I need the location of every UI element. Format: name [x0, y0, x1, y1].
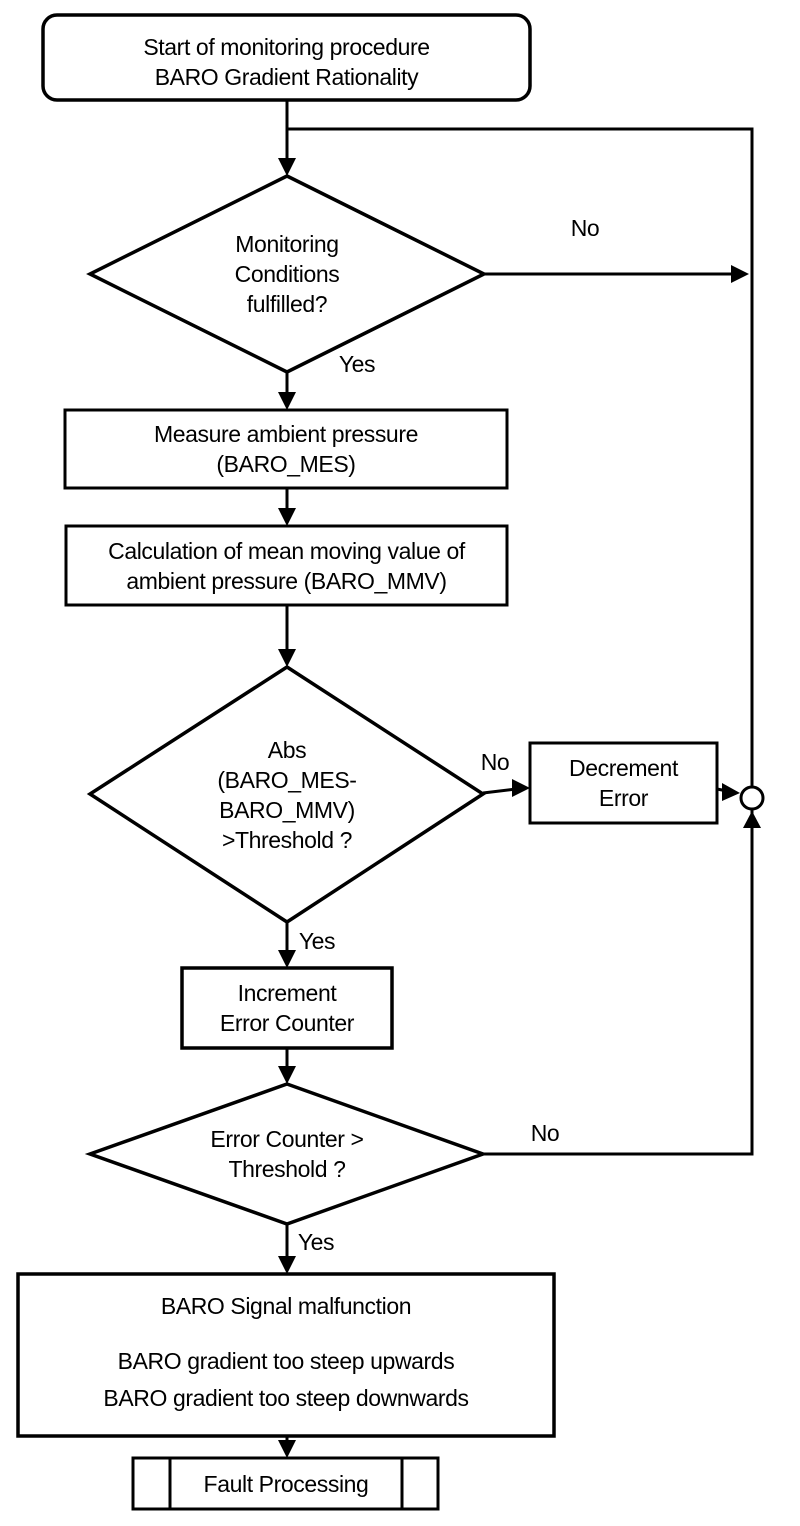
arrowhead-into-calc — [278, 508, 296, 526]
malfunction-title: BARO Signal malfunction — [160, 1293, 412, 1319]
increment-error-counter-label: Increment Error Counter — [219, 980, 355, 1036]
fault-processing-label: Fault Processing — [203, 1470, 369, 1497]
arrowhead-into-decrement — [512, 779, 530, 797]
abs-threshold-diamond — [86, 664, 487, 925]
decrement-error-box — [528, 741, 719, 825]
fault-processing-box — [131, 1456, 440, 1511]
error-counter-threshold-label: Error Counter > Threshold ? — [210, 1126, 364, 1182]
start-node-shape — [41, 13, 532, 102]
increment-error-counter-box — [180, 966, 394, 1050]
calc-mean-moving-value-box — [64, 524, 509, 607]
arrowhead-into-increment — [278, 950, 296, 968]
abs-threshold-label: Abs (BARO_MES- BARO_MMV) >Threshold ? — [217, 736, 357, 853]
arrowhead-into-connector-bottom — [743, 811, 761, 828]
arrowhead-into-counter — [278, 1066, 296, 1084]
arrowhead-monitoring-no — [731, 265, 749, 283]
measure-pressure-label: Measure ambient pressure (BARO_MES) — [154, 421, 418, 477]
edge-abs-no — [482, 787, 517, 795]
counter-yes-label: Yes — [297, 1229, 335, 1255]
arrowhead-into-measure — [278, 392, 296, 410]
arrowhead-into-abs — [278, 649, 296, 667]
monitoring-no-label: No — [570, 215, 600, 241]
error-counter-threshold-diamond — [84, 1082, 489, 1226]
arrowhead-into-connector-left — [722, 783, 740, 801]
malfunction-details: BARO gradient too steep upwards BARO gra… — [103, 1348, 469, 1411]
arrowhead-into-monitoring — [278, 158, 296, 176]
monitoring-conditions-diamond — [86, 174, 488, 374]
measure-pressure-box — [63, 408, 509, 490]
monitoring-conditions-label: Monitoring Conditions fulfilled? — [234, 231, 340, 317]
decrement-error-label: Decrement Error — [569, 755, 678, 811]
start-node-label: Start of monitoring procedure BARO Gradi… — [143, 33, 430, 90]
arrowhead-into-malfunction — [278, 1256, 296, 1274]
monitoring-yes-label: Yes — [338, 351, 376, 377]
calc-mean-moving-value-label: Calculation of mean moving value of ambi… — [108, 537, 465, 594]
counter-no-label: No — [530, 1120, 560, 1146]
merge-connector-circle — [739, 785, 765, 811]
arrowhead-into-fault — [278, 1440, 296, 1458]
abs-no-label: No — [480, 749, 510, 775]
abs-yes-label: Yes — [298, 928, 336, 954]
malfunction-box — [16, 1272, 556, 1438]
